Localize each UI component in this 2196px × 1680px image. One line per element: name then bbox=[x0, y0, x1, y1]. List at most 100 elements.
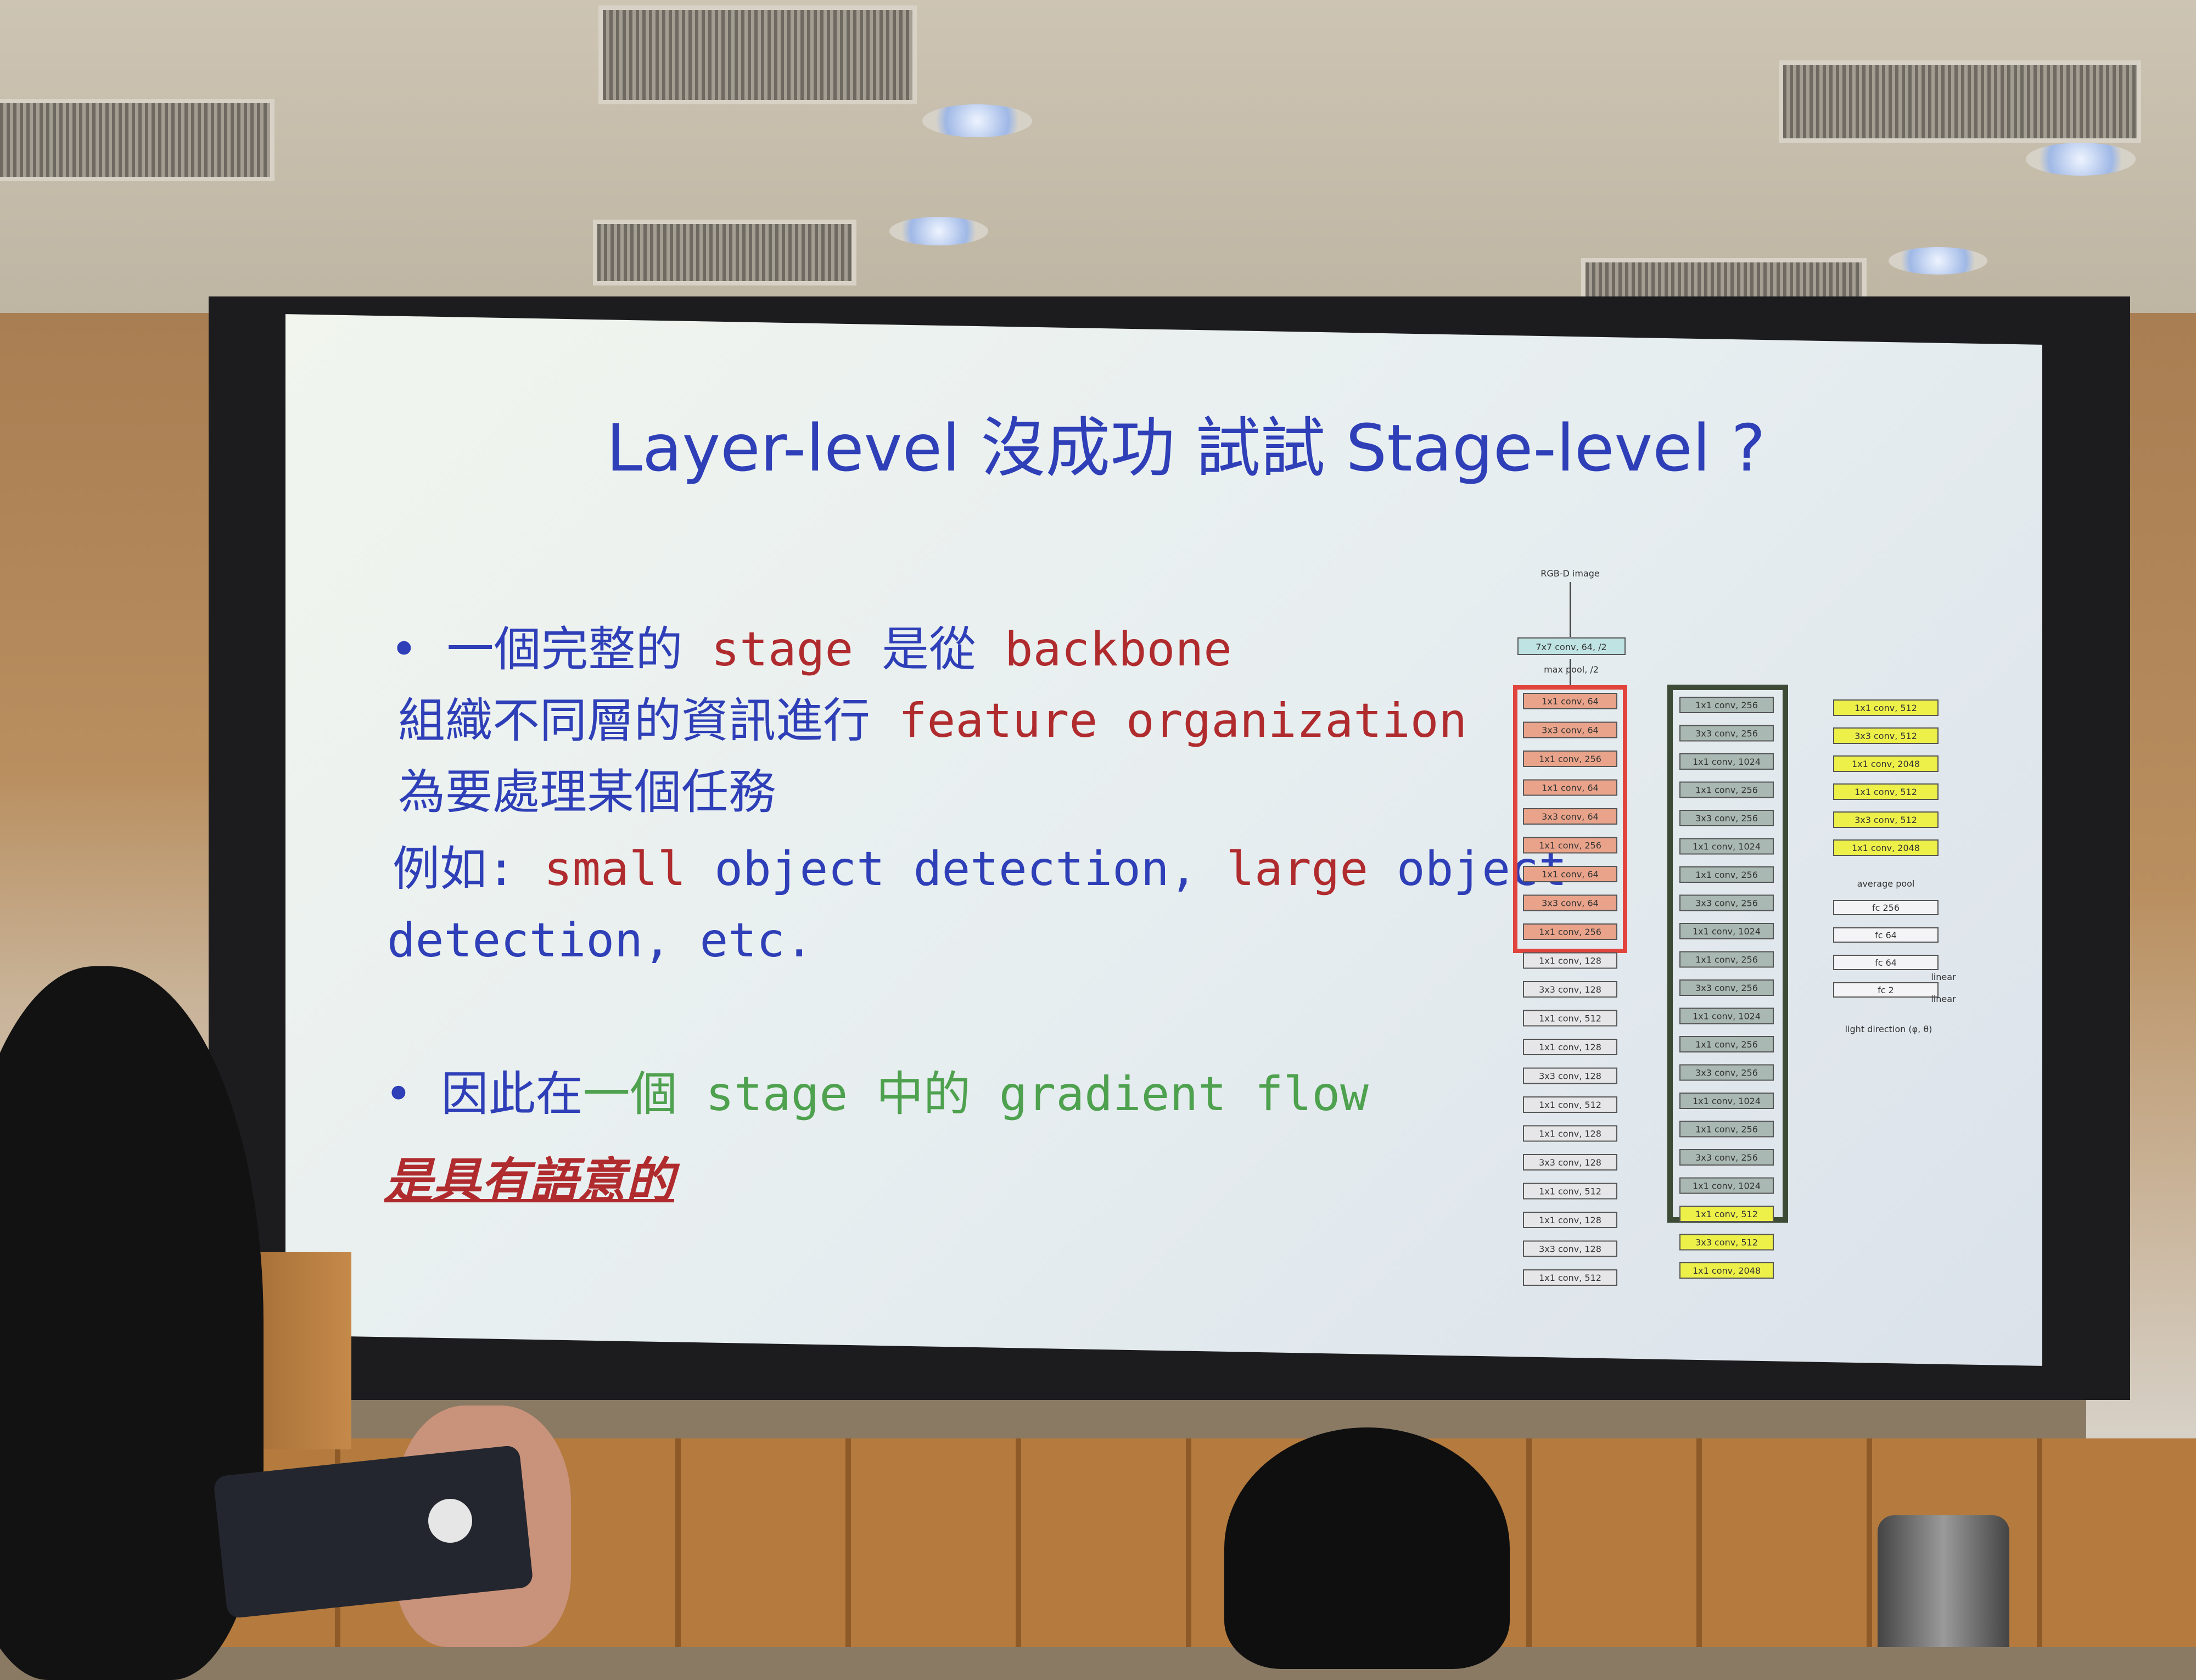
text-run: 例如: bbox=[393, 842, 544, 897]
layer-label: 1x1 conv, 512 bbox=[1695, 1209, 1758, 1219]
layer-box bbox=[1679, 1149, 1774, 1166]
layer-box bbox=[1523, 1039, 1617, 1055]
layer-box bbox=[1523, 1067, 1617, 1084]
slide-title: Layer-level 沒成功 試試 Stage-level ? bbox=[606, 410, 1766, 486]
stem-conv-box bbox=[1517, 637, 1626, 655]
layer-label: 3x3 conv, 512 bbox=[1855, 731, 1917, 741]
layer-label: 3x3 conv, 512 bbox=[1855, 815, 1917, 825]
ceiling-light bbox=[1889, 247, 1987, 275]
layer-box bbox=[1679, 1007, 1774, 1024]
layer-label: 1x1 conv, 128 bbox=[1539, 956, 1601, 966]
layer-label: 1x1 conv, 1024 bbox=[1693, 1096, 1761, 1106]
layer-label: 1x1 conv, 1024 bbox=[1693, 1181, 1761, 1191]
text-run: 是從 bbox=[853, 622, 1005, 677]
text-run: small bbox=[544, 842, 686, 897]
layer-label: 1x1 conv, 256 bbox=[1539, 841, 1601, 851]
bullet2-line1: • 因此在一個 stage 中的 gradient flow bbox=[384, 1071, 1369, 1118]
ceiling-light bbox=[2026, 143, 2136, 176]
layer-label: 1x1 conv, 512 bbox=[1855, 787, 1917, 797]
layer-box bbox=[1679, 923, 1774, 939]
layer-label: 1x1 conv, 64 bbox=[1542, 696, 1599, 707]
layer-label: 3x3 conv, 256 bbox=[1695, 1068, 1758, 1078]
layer-box bbox=[1523, 751, 1617, 767]
layer-label: 1x1 conv, 512 bbox=[1539, 1186, 1601, 1197]
water-bottle bbox=[1878, 1515, 2009, 1647]
text-run: object detection, bbox=[686, 842, 1226, 897]
ceiling-vent bbox=[0, 99, 274, 181]
ceiling bbox=[0, 0, 2196, 313]
layer-label: 1x1 conv, 256 bbox=[1695, 700, 1758, 710]
layer-box bbox=[1523, 1183, 1617, 1200]
linear-note: linear bbox=[1931, 972, 1956, 982]
layer-box bbox=[1833, 839, 1939, 856]
stem-pool-label: max pool, /2 bbox=[1544, 664, 1599, 675]
layer-box bbox=[1833, 783, 1939, 800]
layer-label: 3x3 conv, 128 bbox=[1539, 1244, 1601, 1255]
layer-label: 1x1 conv, 128 bbox=[1539, 1215, 1601, 1225]
bullet1-line2: 組織不同層的資訊進行 feature organization bbox=[398, 697, 1467, 744]
text-run: 組織不同層的資訊進行 bbox=[398, 693, 899, 748]
layer-label: 3x3 conv, 64 bbox=[1542, 811, 1599, 822]
fc-box bbox=[1833, 955, 1939, 970]
layer-box bbox=[1523, 1010, 1617, 1027]
ceiling-vent bbox=[1779, 60, 2141, 143]
text-run: • 因此在 bbox=[384, 1067, 583, 1122]
layer-box bbox=[1523, 1096, 1617, 1113]
layer-label: 1x1 conv, 512 bbox=[1539, 1100, 1601, 1110]
average-pool-label: average pool bbox=[1857, 878, 1915, 889]
layer-box bbox=[1523, 866, 1617, 882]
layer-label: 1x1 conv, 128 bbox=[1539, 1129, 1601, 1139]
layer-box bbox=[1833, 727, 1939, 744]
audience-head-left bbox=[0, 966, 264, 1680]
text-run: • 一個完整的 bbox=[390, 622, 712, 677]
layer-box bbox=[1523, 1154, 1617, 1171]
layer-box bbox=[1523, 894, 1617, 911]
layer-box bbox=[1679, 810, 1774, 826]
layer-box bbox=[1679, 979, 1774, 996]
layer-label: 3x3 conv, 256 bbox=[1695, 983, 1758, 993]
ceiling-vent bbox=[593, 220, 856, 285]
fc-box bbox=[1833, 927, 1939, 943]
layer-label: 1x1 conv, 1024 bbox=[1693, 842, 1761, 852]
layer-box bbox=[1679, 1234, 1774, 1251]
fc-label: fc 2 bbox=[1878, 985, 1894, 995]
layer-box bbox=[1679, 1036, 1774, 1052]
layer-box bbox=[1679, 1177, 1774, 1194]
phone-shutter-button bbox=[428, 1499, 472, 1543]
text-run: backbone bbox=[1004, 622, 1233, 677]
layer-label: 1x1 conv, 256 bbox=[1695, 870, 1758, 880]
layer-label: 3x3 conv, 256 bbox=[1695, 898, 1758, 909]
layer-label: 1x1 conv, 256 bbox=[1695, 1124, 1758, 1135]
layer-box bbox=[1523, 923, 1617, 940]
fc-label: fc 256 bbox=[1872, 903, 1900, 913]
layer-label: 1x1 conv, 256 bbox=[1695, 955, 1758, 965]
layer-label: 1x1 conv, 2048 bbox=[1852, 843, 1920, 853]
layer-box bbox=[1679, 781, 1774, 798]
layer-label: 1x1 conv, 64 bbox=[1542, 869, 1599, 880]
layer-box bbox=[1679, 951, 1774, 968]
layer-box bbox=[1523, 1212, 1617, 1228]
layer-box bbox=[1523, 693, 1617, 709]
layer-label: 1x1 conv, 1024 bbox=[1693, 926, 1761, 937]
layer-box bbox=[1523, 1240, 1617, 1257]
fc-box bbox=[1833, 982, 1939, 998]
layer-box bbox=[1523, 779, 1617, 796]
layer-label: 1x1 conv, 256 bbox=[1539, 927, 1601, 937]
bullet1-line3: 為要處理某個任務 bbox=[398, 769, 776, 816]
ceiling-light bbox=[889, 217, 988, 245]
layer-label: 1x1 conv, 256 bbox=[1695, 785, 1758, 796]
layer-box bbox=[1523, 808, 1617, 825]
text-run: 一個 stage 中的 gradient flow bbox=[582, 1067, 1369, 1122]
input-label: RGB-D image bbox=[1540, 568, 1600, 579]
layer-label: 1x1 conv, 256 bbox=[1539, 754, 1601, 764]
layer-label: 3x3 conv, 256 bbox=[1695, 813, 1758, 824]
fc-label: fc 64 bbox=[1875, 930, 1897, 940]
layer-label: 3x3 conv, 256 bbox=[1695, 729, 1758, 739]
text-run: stage bbox=[711, 622, 854, 677]
layer-label: 1x1 conv, 256 bbox=[1695, 1039, 1758, 1050]
layer-box bbox=[1679, 1093, 1774, 1109]
text-run: large bbox=[1226, 842, 1369, 897]
layer-box bbox=[1679, 866, 1774, 883]
layer-label: 3x3 conv, 512 bbox=[1695, 1237, 1758, 1248]
